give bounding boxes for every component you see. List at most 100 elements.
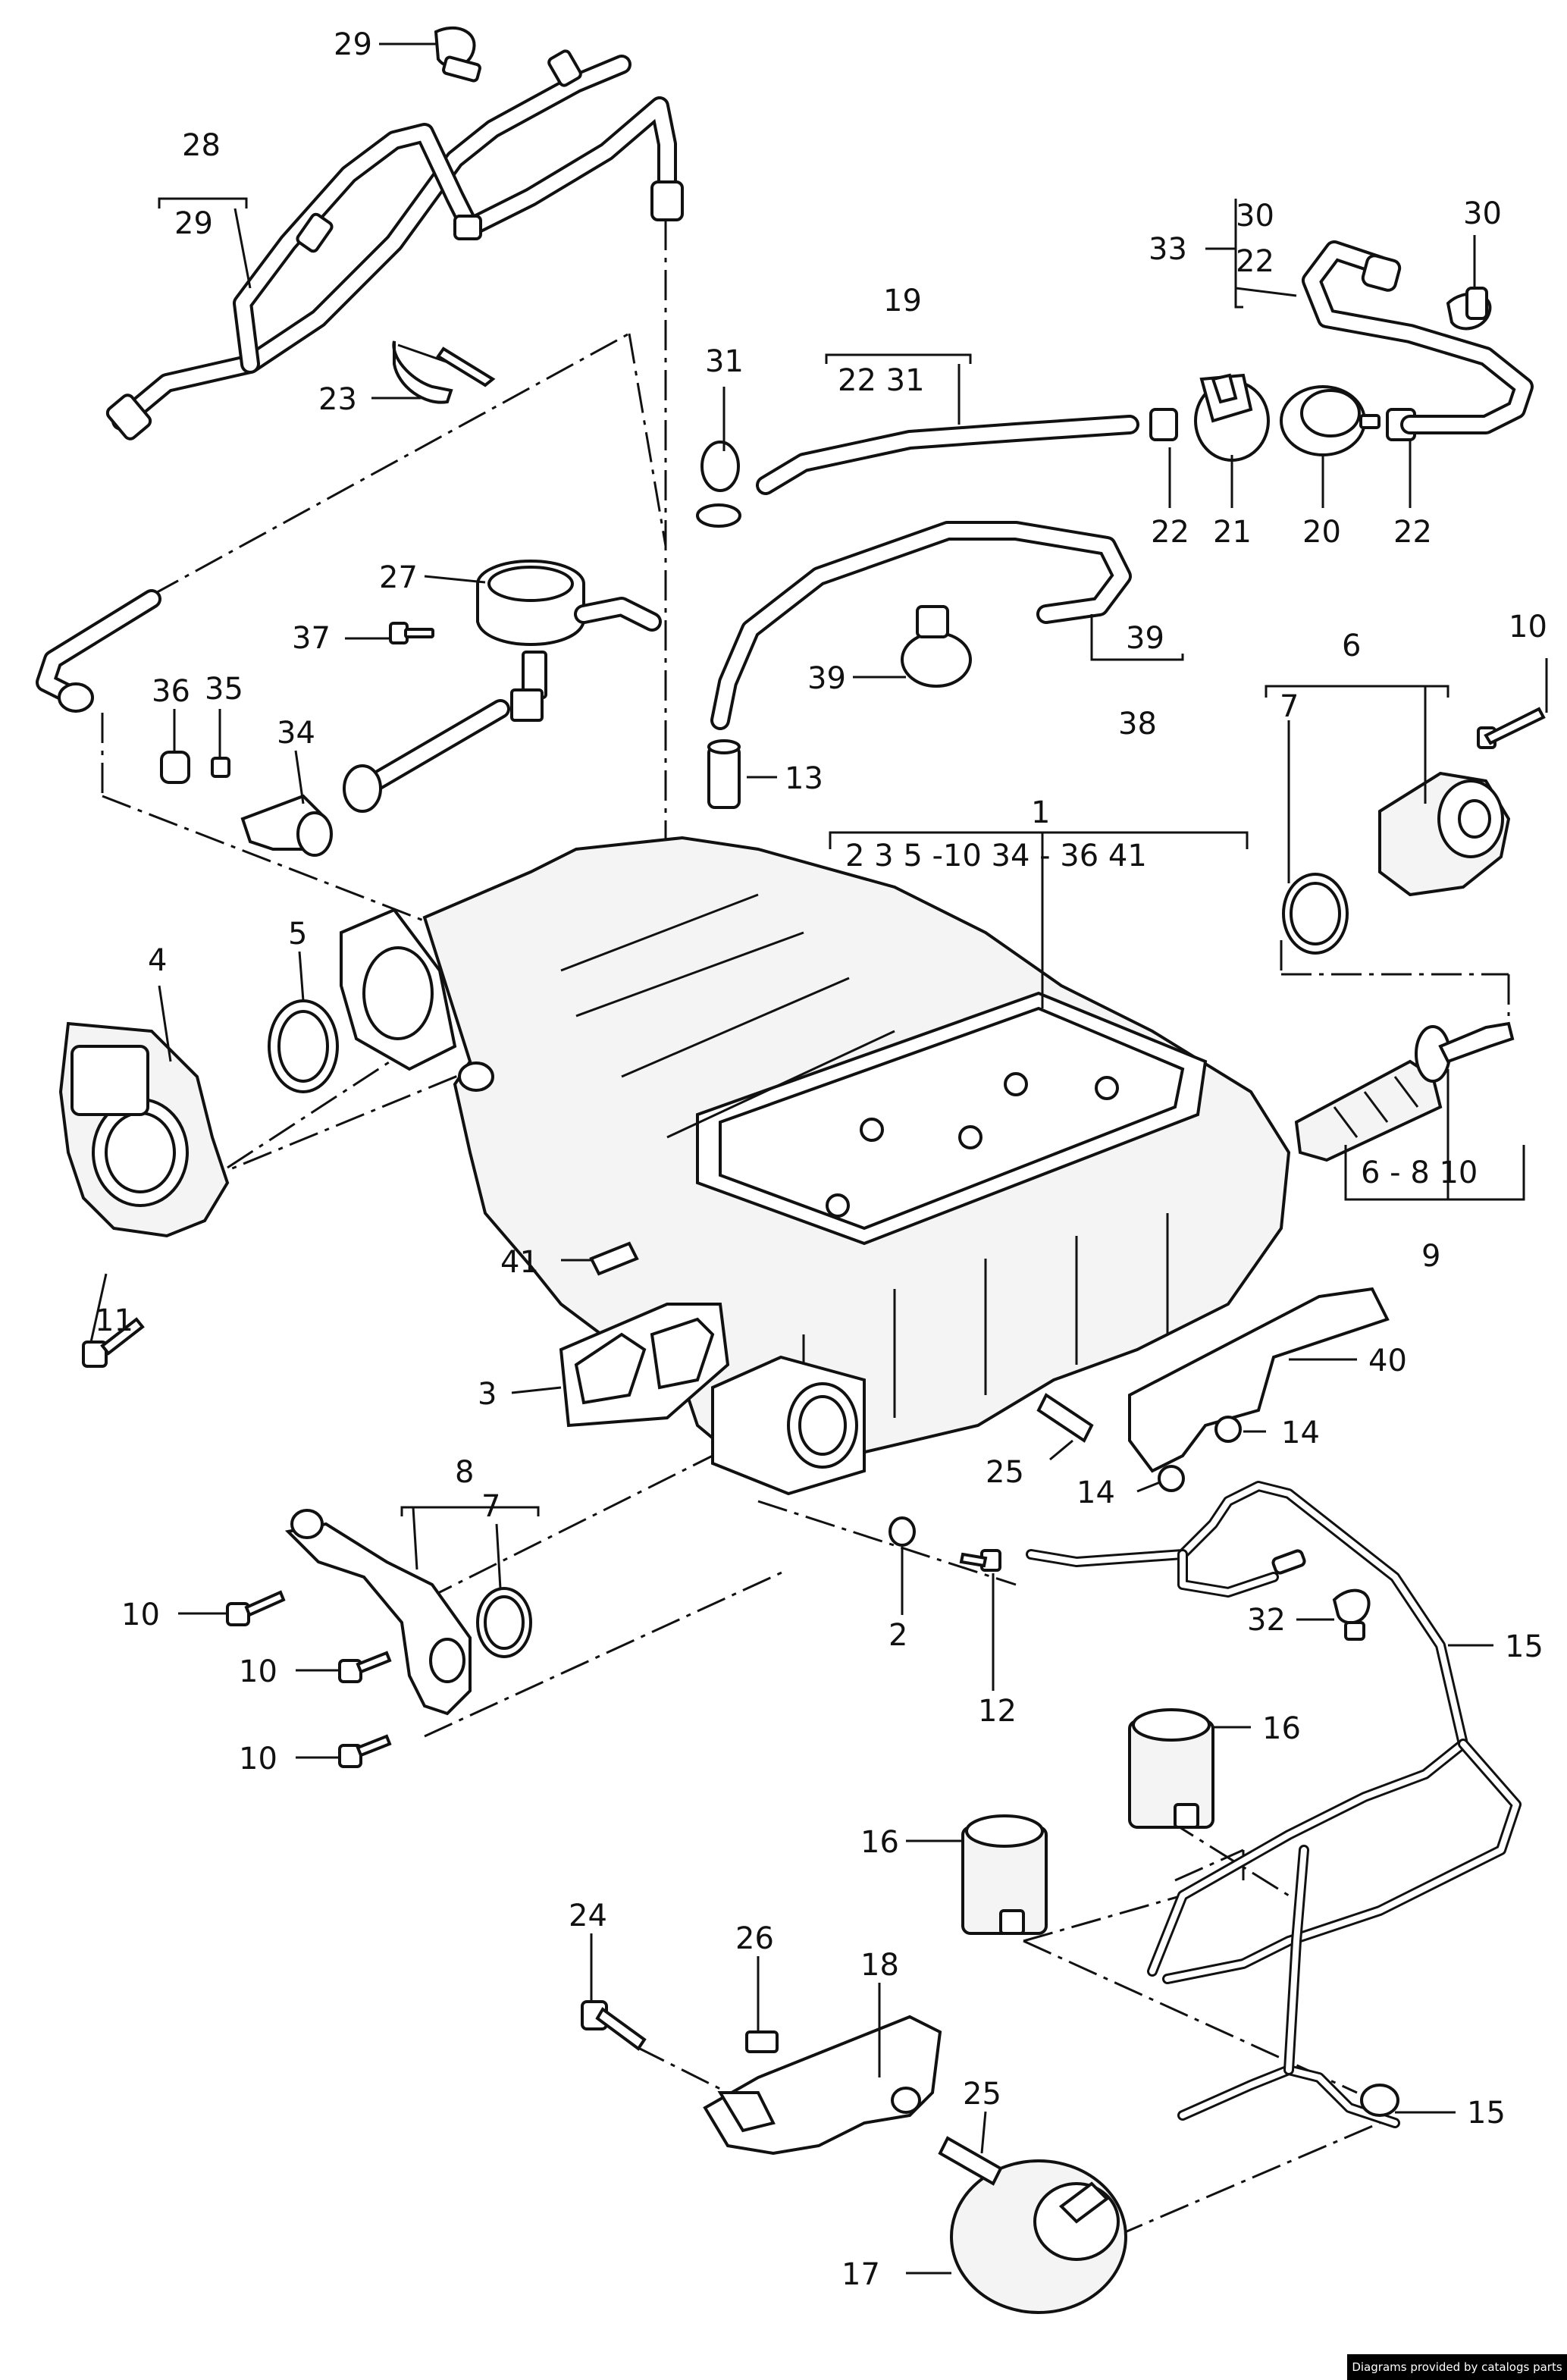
callout-22-a: 22 [1151, 515, 1189, 550]
callout-23: 23 [318, 382, 357, 417]
callout-22-b: 22 [1393, 515, 1432, 550]
callout-19: 19 [883, 284, 922, 318]
callout-29-sub: 29 [174, 206, 213, 241]
actuator-6 [1378, 707, 1546, 897]
intake-manifold-1 [422, 836, 1291, 1496]
filter-element-9 [1294, 1021, 1515, 1162]
cable-tie-23 [392, 340, 496, 404]
callout-1: 1 [1031, 795, 1050, 830]
leader-lines [89, 42, 1548, 2275]
callout-16-a: 16 [1262, 1711, 1301, 1746]
callout-13: 13 [785, 761, 823, 796]
callout-20: 20 [1302, 515, 1341, 550]
callout-29: 29 [334, 27, 372, 62]
vacuum-reservoir-17 [950, 2159, 1127, 2314]
callout-6: 6 [1342, 629, 1361, 663]
vacuum-line-15-a [1026, 1481, 1522, 1984]
callout-40: 40 [1368, 1344, 1407, 1378]
callout-9: 9 [1421, 1239, 1440, 1274]
plug-36 [160, 751, 190, 784]
callout-11: 11 [95, 1303, 133, 1338]
callout-25-b: 25 [963, 2077, 1001, 2112]
callout-35: 35 [205, 672, 243, 707]
solenoid-valve-16-b [961, 1814, 1048, 1935]
callout-9-sub: 6 - 8 10 [1361, 1156, 1478, 1190]
callout-38: 38 [1118, 707, 1157, 742]
vent-hose-33 [1302, 240, 1534, 434]
stud-25-b [938, 2136, 1003, 2186]
bolt-10-c [338, 1734, 392, 1768]
bolt-12 [959, 1549, 1001, 1572]
bolt-37 [389, 622, 434, 644]
nut-14-a [1214, 1416, 1242, 1443]
footer-credit: Diagrams provided by catalogs parts [1347, 2354, 1567, 2380]
callout-19-sub: 22 31 [838, 363, 925, 398]
callout-7-top: 7 [1280, 689, 1299, 724]
callout-30: 30 [1463, 196, 1502, 231]
o-ring-7-lower [476, 1587, 532, 1658]
callout-5: 5 [288, 917, 307, 952]
callout-22-sub: 22 [1236, 244, 1274, 279]
callout-32: 32 [1247, 1603, 1286, 1638]
bolt-35 [211, 757, 230, 778]
callout-15-b: 15 [1467, 2096, 1506, 2131]
nut-14-b [1158, 1465, 1185, 1492]
check-valve-21 [1194, 373, 1270, 462]
bolt-10-a [226, 1590, 286, 1626]
clamp-39 [901, 605, 972, 688]
pad-26 [745, 2030, 779, 2053]
callout-14-a: 14 [1281, 1416, 1320, 1450]
hose-13 [707, 739, 741, 809]
callout-30-sub: 30 [1236, 199, 1274, 234]
callout-18: 18 [860, 1948, 899, 1983]
o-ring-7-top [1282, 873, 1349, 955]
gasket-5 [268, 999, 339, 1093]
bracket-40 [1128, 1287, 1390, 1473]
vacuum-line-15-b [1177, 1845, 1400, 2128]
callout-39: 39 [1126, 621, 1164, 656]
bracket-8 [284, 1509, 472, 1716]
callout-37: 37 [292, 621, 331, 656]
vent-hose-19 [756, 415, 1139, 495]
hose-clip-29 [434, 26, 481, 83]
callout-2: 2 [888, 1618, 907, 1653]
callout-26: 26 [735, 1921, 774, 1956]
valve-34 [240, 794, 333, 857]
hose-clip-30 [1446, 287, 1492, 331]
hose-clamp-22-a [1149, 408, 1178, 441]
callout-25-a: 25 [986, 1455, 1024, 1490]
washer-2 [888, 1516, 916, 1547]
callout-27: 27 [379, 560, 418, 595]
callout-3: 3 [478, 1377, 497, 1412]
bolt-11 [82, 1317, 145, 1368]
callout-10-b: 10 [239, 1654, 277, 1689]
callout-16-b: 16 [860, 1825, 899, 1860]
callout-17: 17 [841, 2257, 880, 2292]
callout-34: 34 [277, 716, 315, 751]
callout-8: 8 [455, 1455, 474, 1490]
callout-10-c: 10 [239, 1742, 277, 1776]
bolt-24 [581, 2000, 647, 2051]
callout-7-lower: 7 [481, 1489, 500, 1524]
solenoid-valve-16-a [1128, 1708, 1214, 1829]
flange-gasket [340, 908, 457, 1071]
center-lines [101, 220, 1510, 2238]
callout-24: 24 [569, 1899, 607, 1933]
hose-clip-31 [696, 441, 741, 528]
hose-34 [343, 699, 510, 813]
callout-10-a: 10 [121, 1598, 160, 1632]
stud-25-a [1036, 1393, 1094, 1443]
callout-12: 12 [978, 1694, 1017, 1729]
callout-10-top: 10 [1509, 610, 1547, 644]
vent-hose-39 [710, 521, 1132, 730]
bolt-10-b [338, 1651, 392, 1683]
callout-21: 21 [1213, 515, 1252, 550]
clip-41 [589, 1241, 639, 1276]
callout-39-clamp: 39 [807, 661, 846, 696]
clip-32 [1332, 1588, 1371, 1641]
vent-hose-assembly-28 [105, 49, 684, 441]
callout-4: 4 [148, 943, 167, 978]
callout-14-b: 14 [1077, 1475, 1115, 1510]
